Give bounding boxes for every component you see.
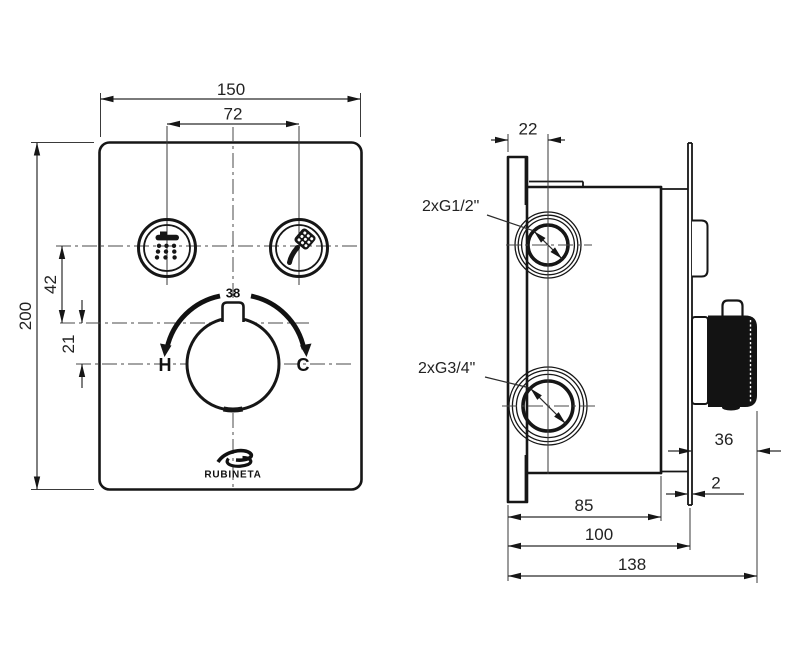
- safety-button-profile: [721, 299, 744, 316]
- svg-text:22: 22: [519, 120, 538, 139]
- button-profile: [692, 219, 709, 278]
- svg-text:150: 150: [217, 80, 245, 99]
- brand-name: RUBINETA: [204, 470, 261, 481]
- hand-shower-button: [269, 218, 329, 278]
- svg-text:85: 85: [575, 496, 594, 515]
- knob-escutcheon: [691, 316, 709, 405]
- hot-arc-arrowhead: [160, 343, 172, 357]
- svg-text:36: 36: [715, 430, 734, 449]
- cold-arc: [250, 293, 307, 350]
- mounting-bracket: [506, 155, 529, 504]
- hand-shower-icon: [287, 228, 316, 265]
- side-view: 2xG1/2" 2xG3/4" 22 36 2: [418, 120, 781, 583]
- dim-36: 36: [668, 411, 781, 583]
- upper-port-label: 2xG1/2": [422, 198, 534, 232]
- dim-150: 150: [100, 80, 361, 137]
- thermostat-knob: 38 H C: [159, 286, 312, 413]
- valve-body: [525, 180, 688, 475]
- svg-text:138: 138: [618, 555, 646, 574]
- svg-text:2xG1/2": 2xG1/2": [422, 198, 479, 215]
- face-plate-outline: [98, 141, 363, 491]
- svg-text:72: 72: [224, 105, 243, 124]
- rain-shower-icon: [154, 231, 179, 260]
- knob-profile: [691, 299, 757, 411]
- safety-override-button: [221, 301, 245, 322]
- svg-text:21: 21: [59, 335, 78, 354]
- front-view: 38 H C RUBINETA 150 72 200: [16, 80, 363, 491]
- logo-swoosh-icon-lower: [225, 455, 253, 468]
- dim-85: 85: [507, 476, 662, 581]
- knob-bottom-index: [222, 406, 244, 413]
- logo-swoosh-icon: [216, 448, 254, 464]
- dim-138: 138: [508, 555, 757, 580]
- dim-100: 100: [508, 508, 691, 550]
- lower-port-label: 2xG3/4": [418, 360, 531, 389]
- knob-grip: [708, 315, 757, 407]
- hot-arc: [164, 293, 221, 349]
- safety-temp-label: 38: [226, 286, 240, 301]
- hot-label: H: [159, 355, 172, 375]
- dim-22: 22: [491, 120, 565, 152]
- cold-label: C: [297, 355, 310, 375]
- dim-2: 2: [666, 474, 744, 498]
- svg-text:2xG3/4": 2xG3/4": [418, 360, 475, 377]
- dim-200: 200: [16, 142, 94, 490]
- svg-text:200: 200: [16, 302, 35, 330]
- cold-arc-arrowhead: [300, 343, 312, 357]
- svg-text:42: 42: [41, 275, 60, 294]
- rain-shower-button: [137, 218, 197, 278]
- dim-42: 42: [41, 246, 66, 323]
- dim-72: 72: [167, 105, 299, 128]
- brand-logo: RUBINETA: [204, 448, 261, 481]
- dim-21: 21: [59, 300, 86, 388]
- svg-text:2: 2: [711, 474, 720, 493]
- svg-text:100: 100: [585, 525, 613, 544]
